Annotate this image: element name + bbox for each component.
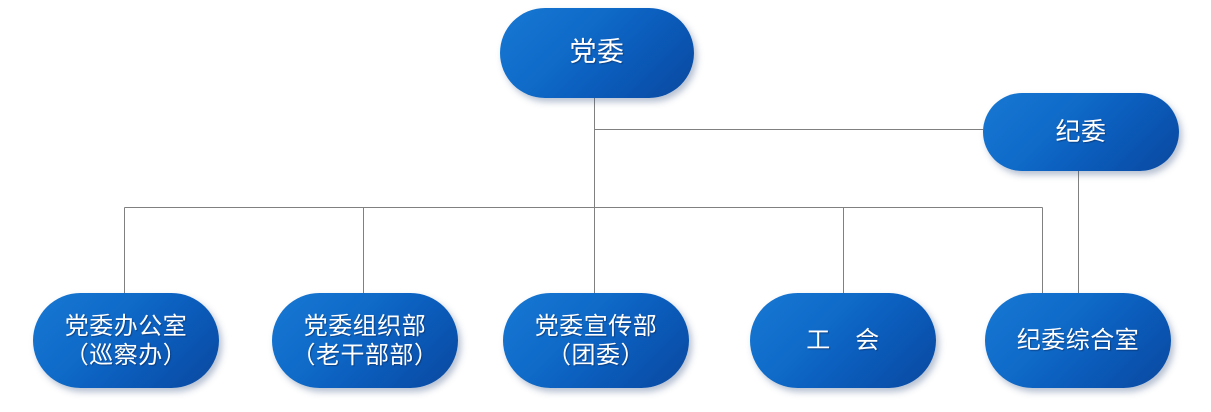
node-publicity-department[interactable]: 党委宣传部 （团委） xyxy=(503,293,689,388)
node-organization-department[interactable]: 党委组织部 （老干部部） xyxy=(272,293,458,388)
node-dangwei-label: 党委 xyxy=(569,37,625,69)
node-publicity-label: 党委宣传部 （团委） xyxy=(534,312,658,369)
node-union-label: 工 会 xyxy=(806,326,880,355)
node-discipline-general-office[interactable]: 纪委综合室 xyxy=(985,293,1171,388)
node-jiwei[interactable]: 纪委 xyxy=(983,93,1179,171)
node-jwgeneral-label: 纪委综合室 xyxy=(1016,326,1140,355)
node-org-label: 党委组织部 （老干部部） xyxy=(291,312,439,369)
node-dangwei[interactable]: 党委 xyxy=(500,8,694,98)
node-party-committee-office[interactable]: 党委办公室 （巡察办） xyxy=(33,293,219,388)
node-office-label: 党委办公室 （巡察办） xyxy=(64,312,188,369)
node-labor-union[interactable]: 工 会 xyxy=(750,293,936,388)
node-jiwei-label: 纪委 xyxy=(1055,117,1107,147)
